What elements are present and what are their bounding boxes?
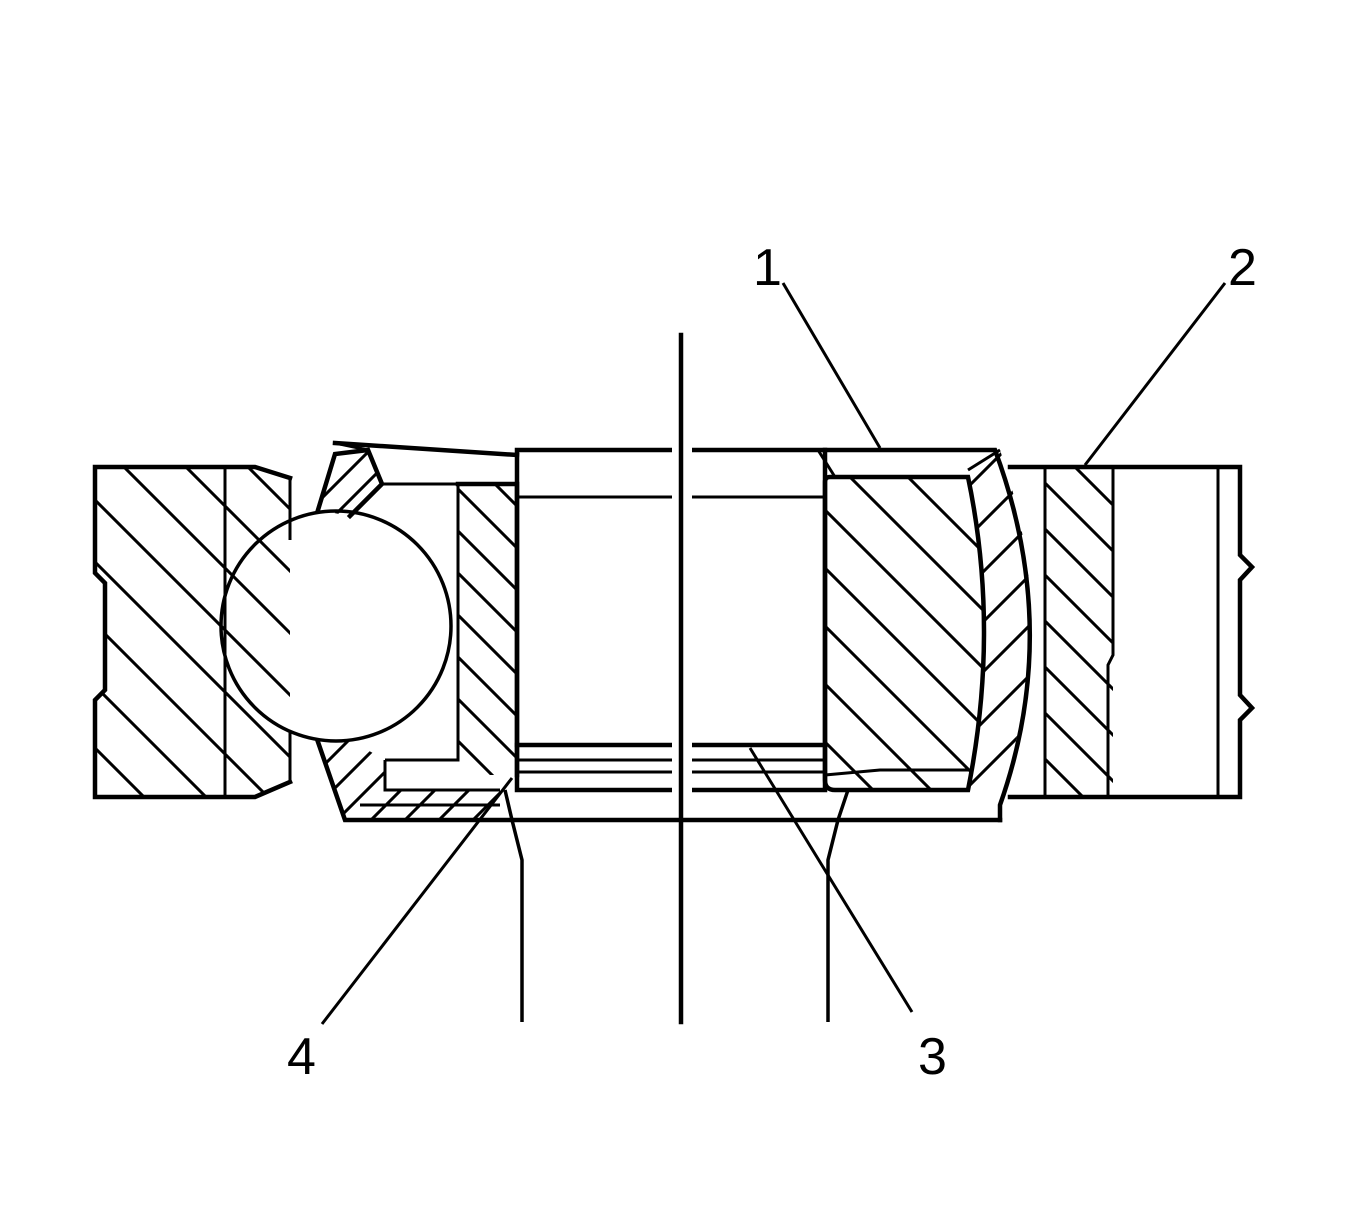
hatch-line: [1045, 467, 1113, 797]
hatch-line: [1112, 467, 1113, 797]
hatch-line: [318, 740, 351, 818]
hatch-line: [1344, 460, 1355, 800]
hatch-line: [539, 740, 621, 822]
hatch-line: [613, 460, 958, 805]
hatch-line: [573, 740, 655, 822]
hatch-inner-race: [825, 470, 1355, 795]
hatch-line: [825, 477, 984, 790]
hatch-line: [1008, 450, 1031, 790]
hatch-line: [458, 484, 517, 775]
leader-line-3: [748, 747, 914, 1013]
inner-race: [822, 474, 987, 793]
left-outer-housing: [92, 464, 293, 800]
hatch-left-bottom-wedge: [233, 740, 655, 822]
hatch-line: [899, 477, 984, 790]
hatch-line: [1252, 460, 1355, 800]
hatch-line: [365, 460, 710, 805]
hatch-line: [1160, 445, 1355, 795]
callout-2: 2: [1228, 239, 1257, 297]
right-housing-inner-edge: [1106, 467, 1115, 797]
leader-line-1: [781, 282, 882, 449]
hatch-line: [458, 484, 517, 775]
hatch-line: [1206, 460, 1355, 800]
hatch-line: [841, 477, 984, 790]
callout-4: 4: [287, 1028, 316, 1086]
leader-line-2: [1083, 282, 1227, 466]
hatch-line: [95, 467, 154, 797]
hatch-line: [95, 467, 290, 797]
hatch-line: [489, 484, 517, 775]
axle-shaft-section: [514, 447, 828, 793]
inner-race-top-chamfer: [816, 449, 837, 478]
callout-3: 3: [918, 1028, 947, 1086]
callout-1: 1: [753, 239, 782, 297]
hatch-line: [401, 740, 487, 818]
hatch-line: [435, 740, 500, 818]
right-outer-housing: [1007, 464, 1256, 800]
hatch-line: [825, 477, 984, 790]
hatch-line: [617, 480, 917, 780]
hatch-line: [318, 450, 377, 516]
left-cage-top-wedge: [315, 447, 385, 520]
cage-top-edge: [967, 448, 1001, 472]
hatch-line: [1160, 460, 1355, 800]
left-cage-body: [382, 482, 460, 762]
left-cage-top-line: [332, 440, 520, 458]
hatch-line: [95, 467, 278, 797]
hatch-line: [743, 480, 1043, 780]
hatch-line: [115, 467, 290, 797]
hatch-line: [1110, 445, 1355, 795]
cage-outer-arc: [822, 447, 1032, 823]
hatch-line: [177, 467, 290, 797]
hatch-line: [458, 484, 517, 775]
hatch-line: [239, 467, 290, 797]
hatch-line: [968, 450, 1031, 790]
hatch-line: [1307, 470, 1355, 795]
bearing-ball: [219, 509, 453, 743]
hatch-line: [825, 477, 938, 790]
hatch-line: [367, 740, 453, 818]
hatch-line: [1045, 467, 1113, 797]
hatch-line: [489, 460, 834, 805]
hatch-line: [1298, 460, 1355, 800]
shaft-stub-right: [826, 789, 850, 1022]
hatch-line: [328, 450, 382, 516]
hatch-line: [659, 480, 959, 780]
hatch-line: [968, 450, 1031, 790]
hatch-line: [1210, 445, 1355, 795]
hatch-line: [1066, 467, 1113, 797]
left-cage-bottom-wedge: [315, 739, 1003, 823]
hatch-line: [551, 460, 896, 805]
hatch-line: [1045, 467, 1113, 797]
hatch-line: [469, 740, 500, 818]
shaft-stub-left: [503, 789, 524, 1022]
hatch-line: [233, 740, 315, 822]
hatch-line: [240, 445, 315, 520]
hatch-line: [1045, 467, 1088, 797]
hatch-line: [1133, 470, 1355, 795]
left-cage-bottom-step: [383, 760, 500, 792]
leader-line-4: [320, 777, 514, 1025]
hatch-line: [0, 460, 90, 805]
hatch-line: [1045, 467, 1113, 797]
hatch-line: [95, 467, 216, 797]
hatch-line: [333, 740, 419, 818]
hatch-line: [825, 477, 984, 790]
left-race-outline: [455, 481, 520, 778]
hatch-line: [95, 467, 290, 797]
hatch-line: [458, 484, 517, 775]
hatch-line: [1017, 470, 1342, 795]
hatch-line: [1310, 445, 1355, 795]
hatch-line: [318, 740, 385, 818]
hatch-line: [1075, 470, 1355, 795]
inner-race-bottom-chamfer: [824, 768, 968, 777]
hatch-line: [1249, 470, 1355, 795]
hatch-line: [1191, 470, 1355, 795]
hatch-line: [968, 450, 1031, 790]
hatch-line: [1260, 445, 1355, 795]
hatch-outer-right-housing: [1045, 460, 1355, 800]
